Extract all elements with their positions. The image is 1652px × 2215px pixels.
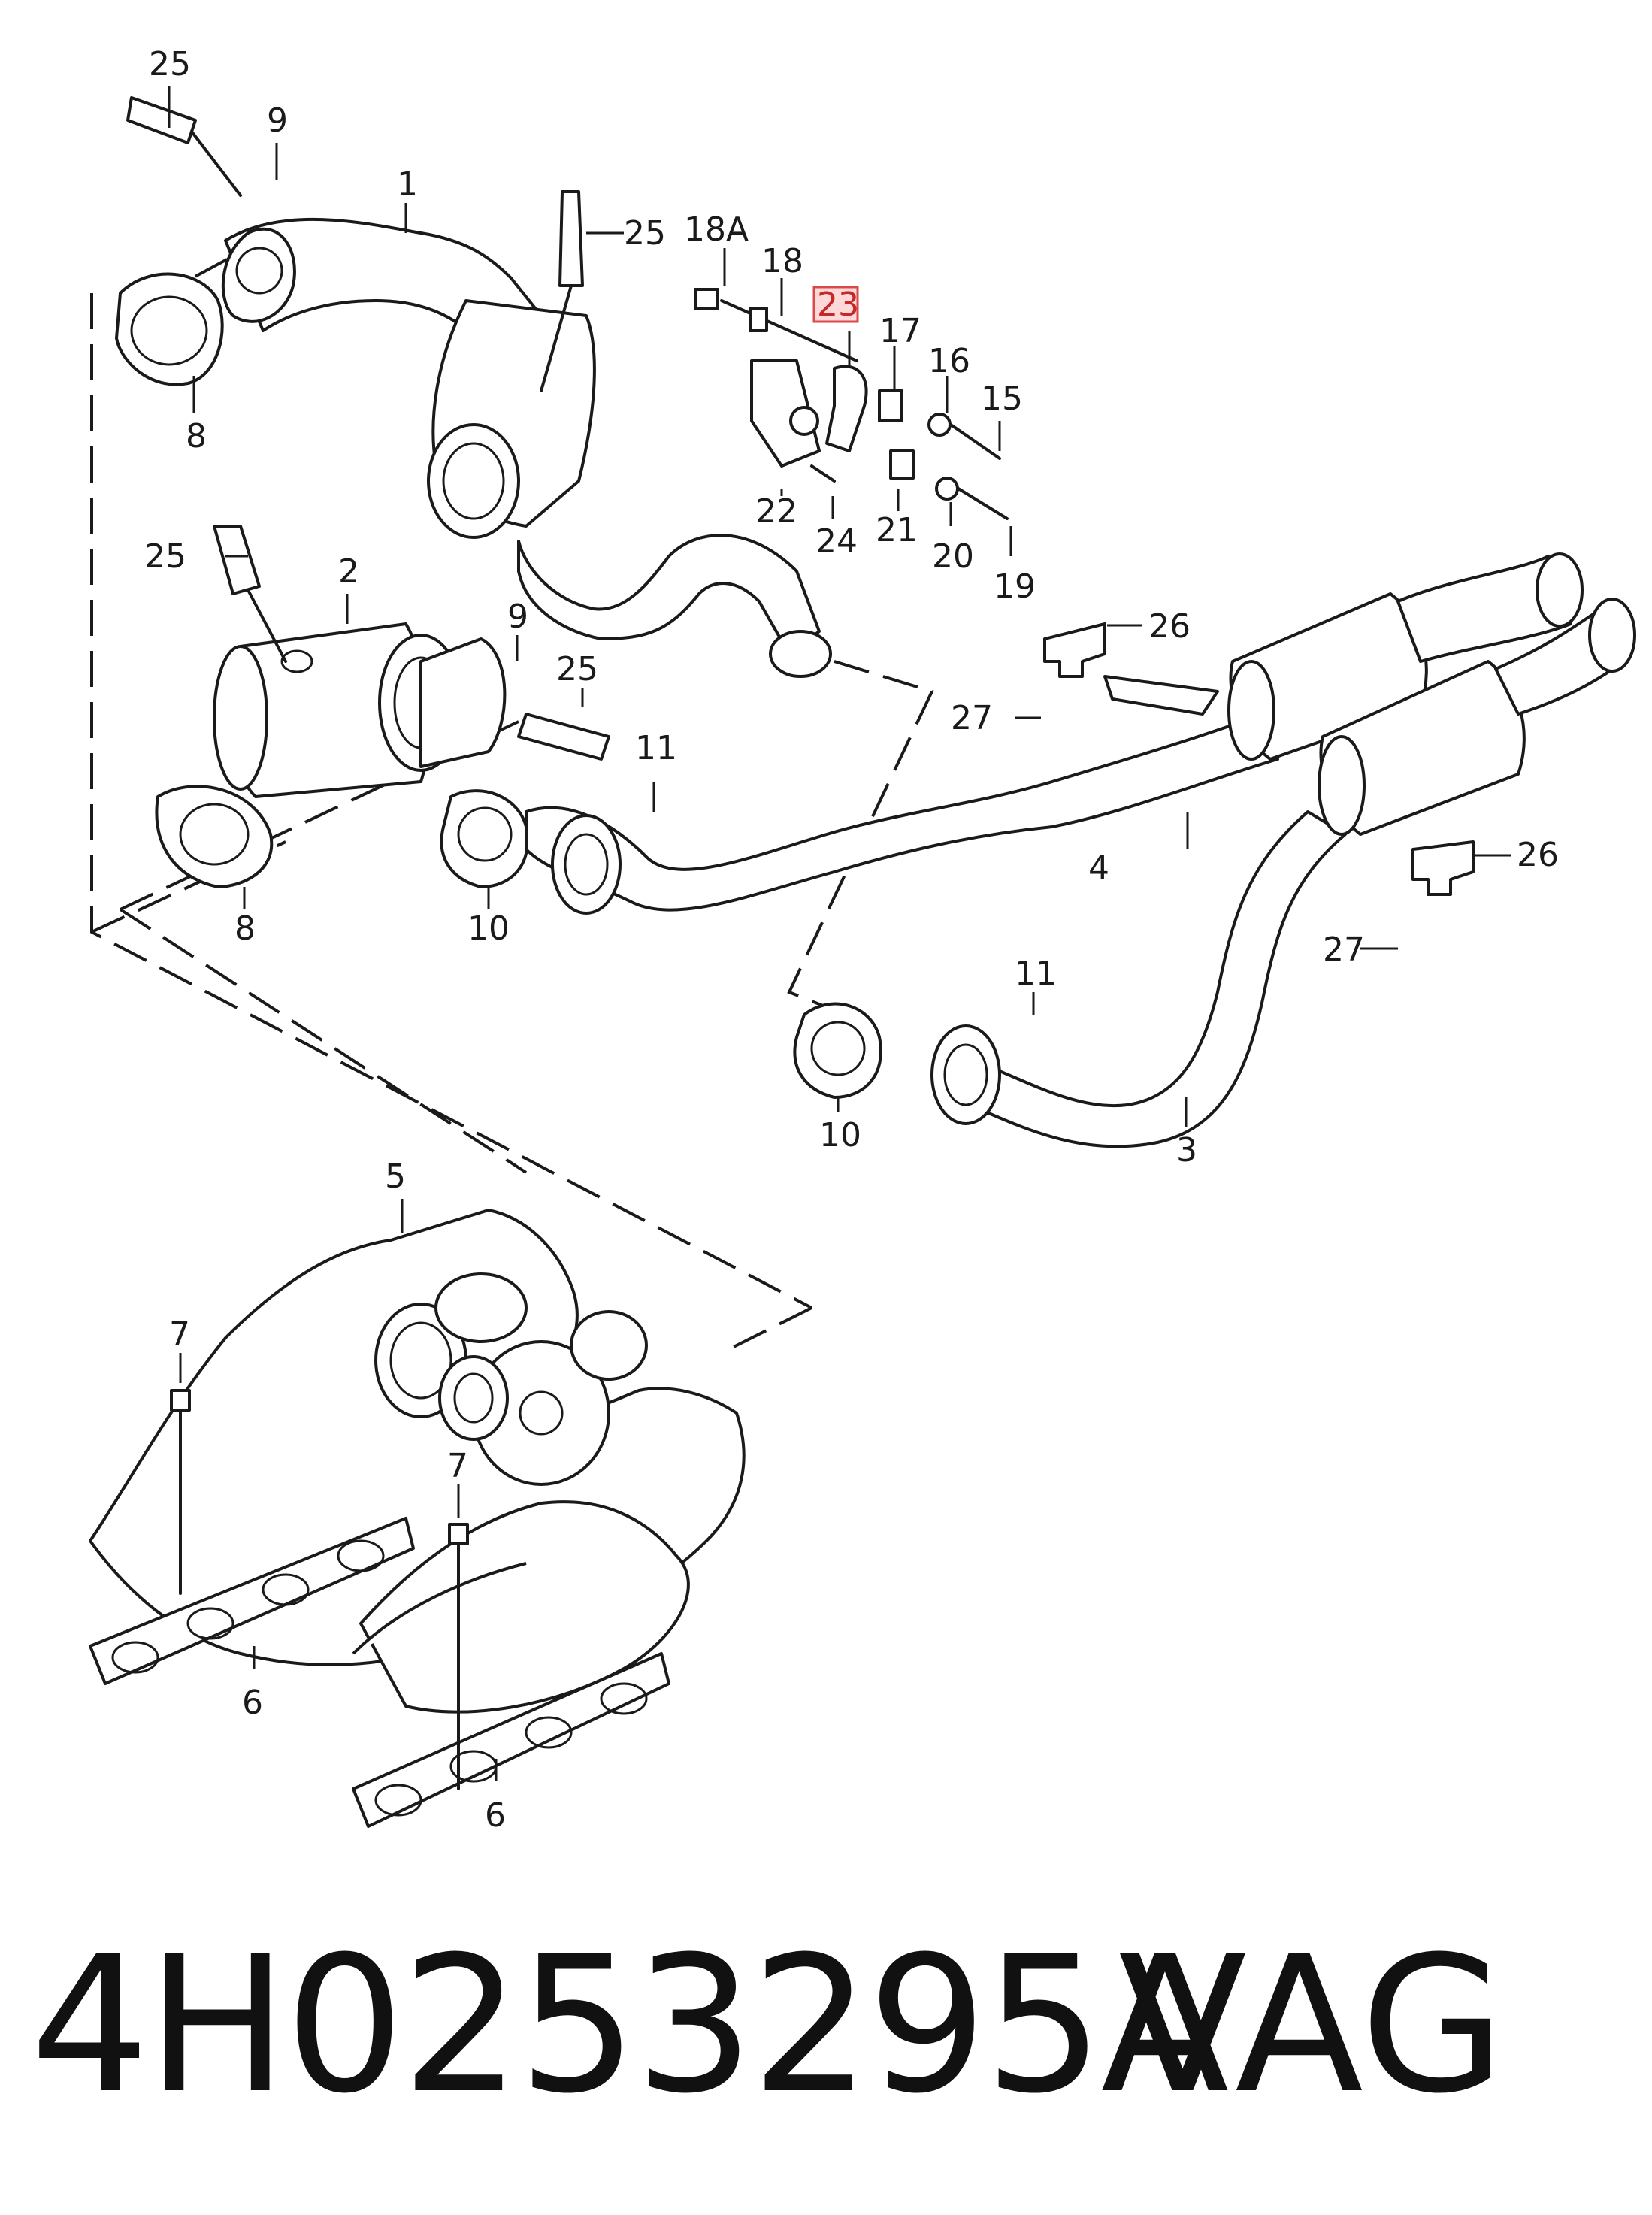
part-2-left-catalyst [213, 622, 507, 798]
part-1-front-pipe-catalyst [221, 217, 832, 678]
callout-20: 20 [932, 537, 974, 576]
callout-4: 4 [1088, 849, 1109, 888]
part-25-sensor-top-left [126, 96, 242, 197]
part-6-manifold-gasket-left [89, 1517, 415, 1685]
rear-catalyst-lower [1318, 598, 1636, 836]
part-7-stud-right [448, 1523, 469, 1790]
callout-11-upper: 11 [635, 729, 677, 767]
callout-18A: 18A [684, 210, 749, 249]
part-25-sensor-top-right [540, 190, 584, 392]
callout-27-upper: 27 [951, 699, 993, 737]
callout-27-lower: 27 [1323, 930, 1365, 969]
part-8-upper-gasket [115, 272, 224, 386]
callout-labels: 25 9 1 25 8 25 2 9 25 11 10 8 4 11 10 3 … [144, 45, 1559, 1835]
part-5-manifold-turbo-assembly [89, 1209, 746, 1714]
part-number-caption: 4H0253295A [30, 1916, 1229, 2135]
part-26-bracket-lower [1411, 840, 1475, 896]
callout-21: 21 [876, 511, 918, 549]
callout-25-mid-left: 25 [144, 537, 186, 576]
part-4-mid-pipe [525, 713, 1279, 915]
callout-1: 1 [397, 165, 418, 204]
callout-7-left: 7 [169, 1315, 190, 1354]
callout-26-upper: 26 [1148, 607, 1191, 646]
callout-5: 5 [385, 1157, 406, 1196]
brand-caption: VAG [1118, 1916, 1506, 2135]
callout-18: 18 [761, 242, 803, 280]
callout-6-left: 6 [242, 1684, 263, 1722]
callout-9-top: 9 [267, 101, 288, 140]
part-26-bracket-upper [1043, 622, 1219, 716]
callout-25-top-left: 25 [149, 45, 191, 83]
callout-19: 19 [994, 567, 1036, 606]
highlight-box-23 [812, 286, 859, 323]
part-10-gasket-lower [793, 1002, 882, 1099]
part-3-mid-pipe [930, 810, 1347, 1148]
part-25-sensor-mid-right [517, 713, 610, 761]
callout-2: 2 [338, 552, 359, 591]
callout-22: 22 [755, 492, 797, 531]
part-10-gasket-upper [440, 789, 529, 888]
part-8-lower-gasket [155, 785, 274, 888]
callout-23-highlighted: 23 [817, 286, 859, 324]
part-7-stud-left [170, 1389, 191, 1595]
part-6-manifold-gasket-right [352, 1652, 670, 1828]
leader-lines [168, 86, 1511, 1781]
callout-15: 15 [981, 380, 1023, 418]
callout-9-mid: 9 [507, 598, 528, 636]
callout-3: 3 [1176, 1131, 1197, 1170]
callout-7-right: 7 [447, 1447, 468, 1485]
part-25-sensor-mid-left [213, 525, 287, 663]
callout-11-lower: 11 [1015, 955, 1057, 993]
rear-catalyst-upper [1227, 552, 1584, 761]
callout-25-top-right: 25 [624, 214, 666, 253]
callout-10-upper: 10 [467, 909, 510, 948]
callout-8-upper: 8 [186, 417, 207, 455]
callout-6-right: 6 [485, 1796, 506, 1835]
callout-8-lower: 8 [234, 909, 256, 948]
callout-17: 17 [879, 312, 921, 350]
callout-26-lower: 26 [1517, 836, 1559, 874]
callout-24: 24 [815, 522, 858, 561]
callout-25-mid-right: 25 [556, 650, 598, 688]
callout-16: 16 [928, 342, 970, 380]
mounting-hardware-group [694, 288, 1009, 520]
callout-10-lower: 10 [819, 1116, 861, 1154]
